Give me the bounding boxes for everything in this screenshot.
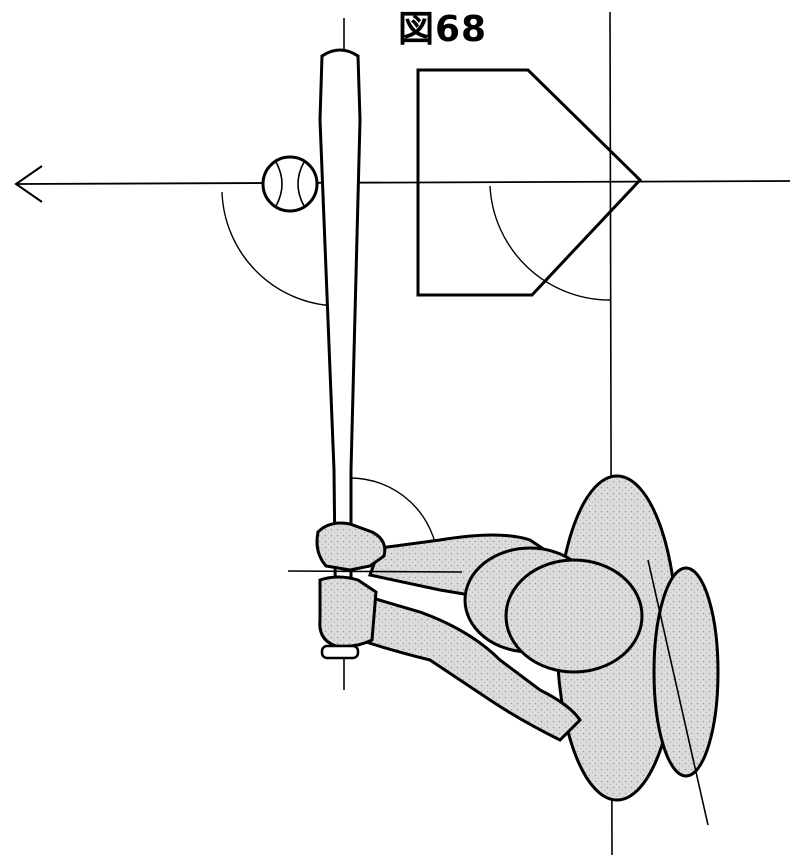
- shoulder-axis-line: [647, 559, 709, 826]
- angle-arc-plate: [489, 185, 611, 301]
- lower-arm: [350, 589, 582, 742]
- body-back-shoulder: [652, 566, 720, 778]
- arrow-head-icon: [14, 165, 43, 203]
- figure-title: 図68: [398, 9, 488, 50]
- baseball-icon: [261, 155, 319, 213]
- angle-arc-ball: [221, 191, 341, 307]
- grip-reference-line: [287, 570, 463, 573]
- top-hand: [315, 521, 387, 572]
- home-plate: [416, 68, 643, 297]
- bat-knob: [320, 644, 360, 660]
- bottom-hand: [318, 575, 378, 648]
- pitch-direction-line: [17, 180, 791, 185]
- head: [504, 558, 644, 674]
